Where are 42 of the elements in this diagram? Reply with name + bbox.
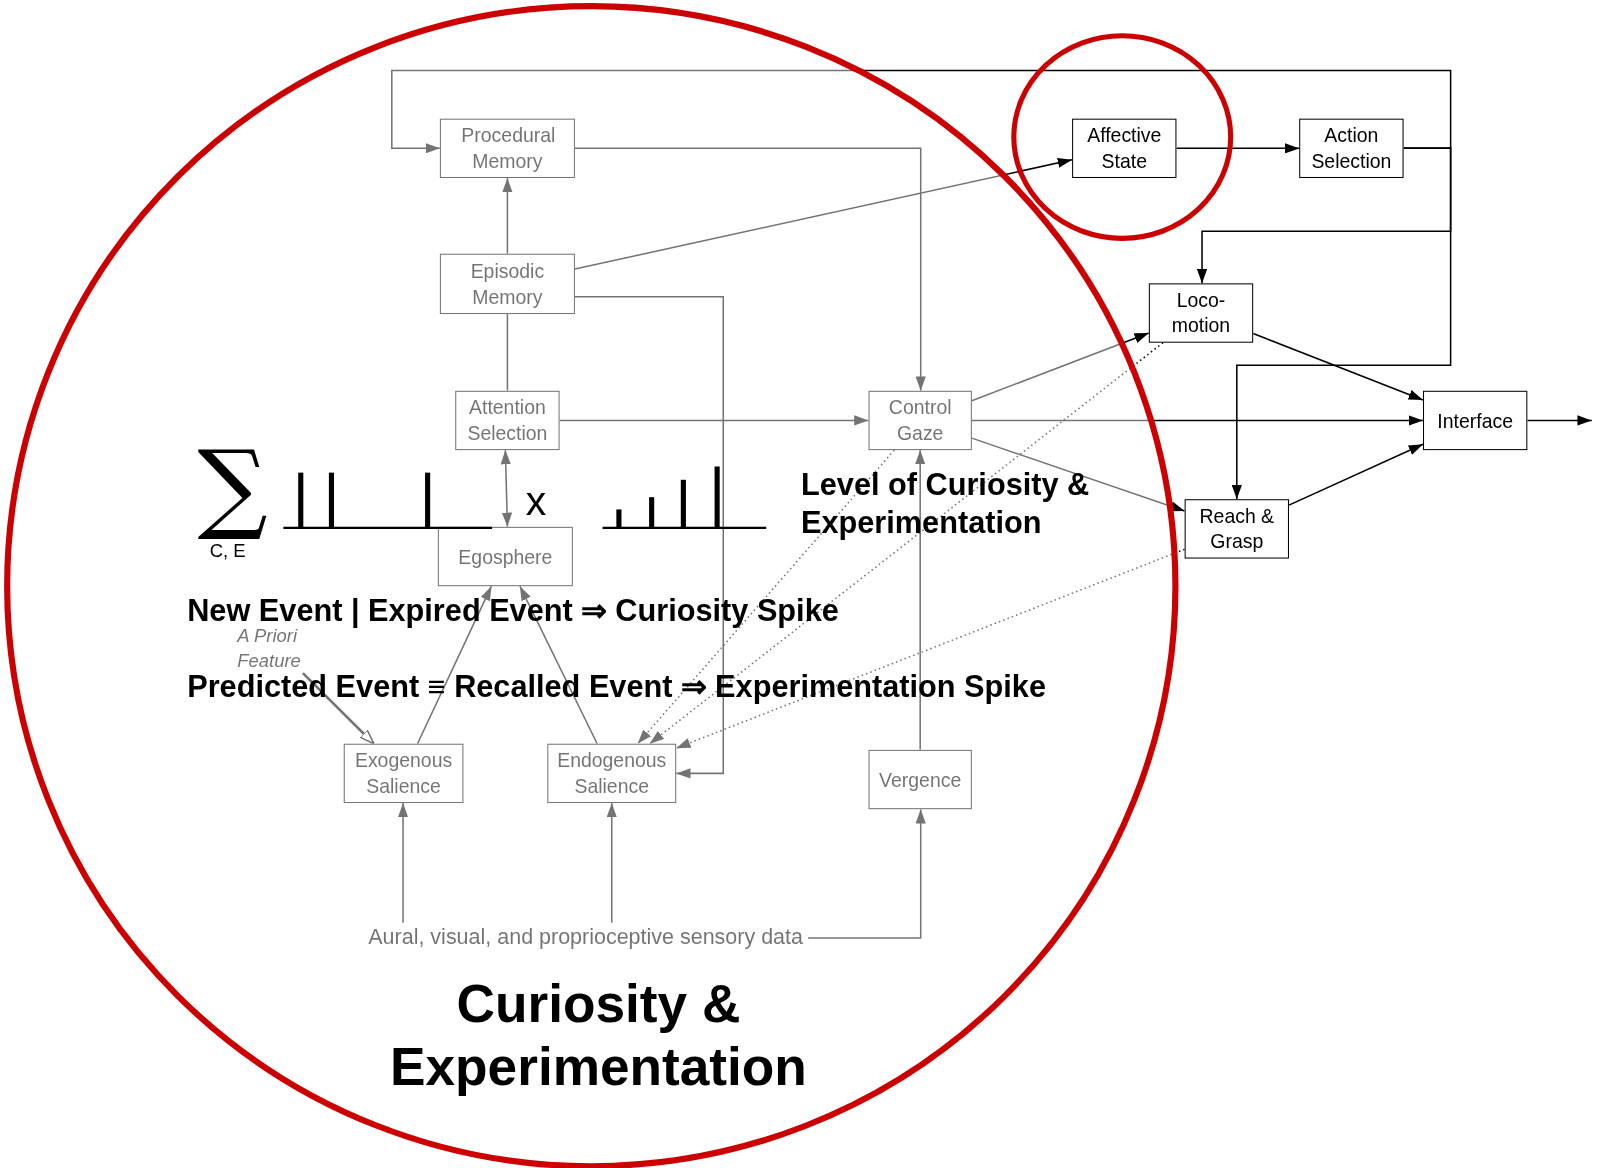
double-arrow [500, 449, 513, 528]
process-box: Loco- motion [1148, 283, 1254, 343]
arrow [807, 808, 926, 939]
process-box: Vergence [868, 749, 972, 810]
process-box: Reach & Grasp [1184, 499, 1289, 559]
process-box: Procedural Memory [439, 118, 575, 178]
arrow [558, 415, 870, 426]
arrow [971, 437, 1186, 512]
dotted-arrow [648, 341, 1164, 745]
input-label: Aural, visual, and proprioceptive sensory data [368, 922, 809, 952]
arrow [1526, 415, 1593, 426]
arrow [391, 69, 1452, 154]
arrow [1175, 143, 1300, 154]
process-box: Attention Selection [455, 390, 560, 451]
arrow [416, 585, 493, 745]
arrow [1231, 147, 1452, 500]
connector-line [506, 313, 509, 392]
process-box: Affective State [1072, 118, 1177, 178]
arrow [574, 157, 1073, 270]
arrow [574, 147, 926, 392]
arrow [606, 802, 617, 924]
arrow [971, 415, 1424, 426]
arrow [1288, 443, 1424, 506]
arrow [397, 802, 409, 924]
process-box: Control Gaze [868, 390, 972, 451]
title: Curiosity & Experimentation [389, 972, 808, 1099]
arrow [519, 585, 598, 745]
arrow [915, 449, 926, 751]
process-box: Episodic Memory [439, 253, 575, 315]
arrow [574, 295, 725, 779]
process-box: Egosphere [437, 526, 573, 587]
process-box: Endogenous Salience [547, 743, 677, 804]
process-box: Exogenous Salience [343, 743, 464, 804]
multiply-symbol: x [525, 476, 547, 524]
hollow-arrow [302, 672, 375, 745]
process-box: Action Selection [1299, 118, 1404, 178]
arrow [1252, 332, 1424, 401]
axis-caption: Level of Curiosity & Experimentation [801, 466, 1091, 542]
arrow [971, 332, 1150, 402]
dotted-arrow [675, 548, 1186, 749]
arrow [502, 177, 513, 255]
process-box: Interface [1423, 390, 1528, 451]
